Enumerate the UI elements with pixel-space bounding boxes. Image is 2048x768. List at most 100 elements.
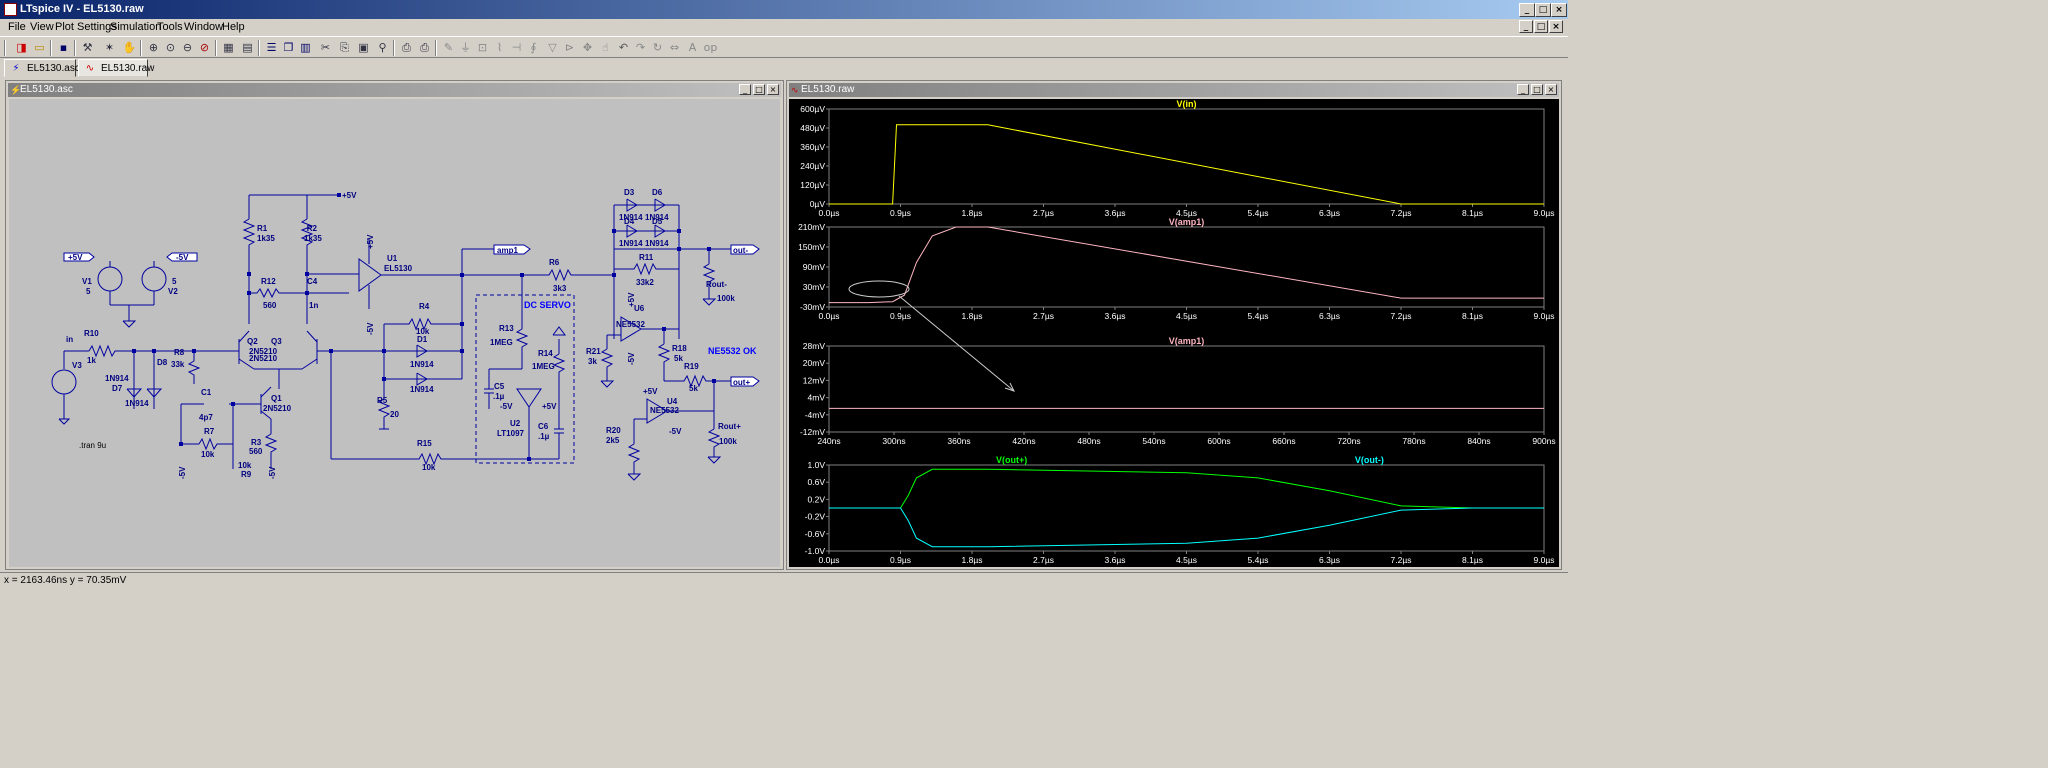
zoom-out-icon[interactable]: ⊖ [182, 41, 193, 54]
waveform-icon: ∿ [85, 63, 95, 74]
drag-icon[interactable]: ☝ [602, 41, 609, 54]
move-icon[interactable]: ✥ [582, 41, 593, 54]
menu-plot-settings[interactable]: Plot Settings [55, 21, 117, 33]
menu-view[interactable]: View [30, 21, 54, 33]
label-d5-value: 1N914 [645, 239, 669, 248]
resistor-icon[interactable]: ⌇ [496, 41, 503, 54]
label-r18-value: 5k [674, 354, 683, 363]
schematic-nodes [132, 193, 716, 461]
paste-icon[interactable]: ▣ [358, 41, 369, 54]
menu-window[interactable]: Window [184, 21, 224, 33]
trace-title[interactable]: V(amp1) [1169, 336, 1205, 346]
label-r4-value: 10k [416, 327, 430, 336]
component-icon[interactable]: ⊳ [564, 41, 575, 54]
waveform-close-button[interactable]: × [1545, 84, 1557, 95]
menu-file[interactable]: File [8, 21, 26, 33]
trace-line [829, 124, 1544, 205]
tab-schematic[interactable]: ⚡ EL5130.asc [4, 59, 80, 77]
label-r14-value: 1MEG [532, 362, 555, 371]
copy-icon[interactable]: ⎘ [340, 41, 349, 54]
label-r20-value: 2k5 [606, 436, 620, 445]
label-q2-value: 2N5210 [249, 347, 278, 356]
y-tick-label: 12mV [803, 375, 826, 385]
menu-simulation[interactable]: Simulation [110, 21, 162, 33]
schematic-maximize-button[interactable]: □ [753, 84, 765, 95]
tile-horizontal-icon[interactable]: ☰ [266, 41, 277, 54]
plot-frame [828, 345, 1545, 433]
waveform-pane-4[interactable]: V(out+)V(out-)1.0V0.6V0.2V-0.2V-0.6V-1.0… [805, 455, 1555, 565]
schematic-close-button[interactable]: × [767, 84, 779, 95]
label-d7: D7 [112, 384, 123, 393]
wire-icon[interactable]: ✎ [443, 41, 454, 54]
trace-title[interactable]: V(out-) [1355, 455, 1384, 465]
zoom-arrow-head [1004, 382, 1015, 392]
waveform-maximize-button[interactable]: □ [1531, 84, 1543, 95]
minimize-button[interactable]: _ [1519, 3, 1535, 17]
spice-directive-icon[interactable]: op [703, 41, 718, 54]
label-u4-plus5v: +5V [643, 387, 658, 396]
mdi-close-button[interactable]: × [1549, 20, 1563, 33]
open-folder-icon[interactable]: ▭ [34, 41, 45, 54]
diode-icon[interactable]: ▽ [548, 41, 557, 54]
control-panel-icon[interactable]: ⚒ [82, 41, 93, 54]
waveform-icon: ∿ [791, 85, 799, 95]
print-preview-icon[interactable]: ⎙ [402, 41, 411, 54]
x-tick-label: 5.4µs [1248, 311, 1269, 321]
pan-icon[interactable]: ⊙ [165, 41, 176, 54]
save-icon[interactable]: ▪ [59, 41, 68, 54]
tile-vertical-icon[interactable]: ▥ [300, 41, 311, 54]
new-schematic-icon[interactable]: ◨ [16, 41, 27, 54]
label-r13: R13 [499, 324, 514, 333]
tab-waveform[interactable]: ∿ EL5130.raw [78, 59, 154, 77]
label-net-icon[interactable]: ⊡ [477, 41, 488, 54]
y-tick-label: -0.6V [805, 529, 826, 539]
zoom-in-icon[interactable]: ⊕ [148, 41, 159, 54]
label-r7-value: 10k [201, 450, 215, 459]
waveform-minimize-button[interactable]: _ [1517, 84, 1529, 95]
capacitor-icon[interactable]: ⊣ [511, 41, 522, 54]
schematic-canvas[interactable]: +5V R1 1k35 R2 1k35 R12 560 C4 1n U1 EL5… [9, 99, 780, 567]
x-tick-label: 360ns [947, 436, 970, 446]
redo-icon[interactable]: ↷ [635, 41, 646, 54]
label-u1-minus5v: -5V [366, 322, 375, 335]
print-icon[interactable]: ⎙ [420, 41, 429, 54]
mdi-restore-button[interactable]: □ [1534, 20, 1548, 33]
cut-icon[interactable]: ✂ [320, 41, 331, 54]
text-icon[interactable]: A [688, 41, 697, 54]
label-d7-value: 1N914 [105, 374, 129, 383]
mirror-icon[interactable]: ⇔ [669, 41, 680, 54]
undo-icon[interactable]: ↶ [618, 41, 629, 54]
mdi-minimize-button[interactable]: _ [1519, 20, 1533, 33]
label-u6: U6 [634, 304, 645, 313]
plot-icon[interactable]: ▤ [242, 41, 253, 54]
close-button[interactable]: × [1551, 3, 1567, 17]
trace-title[interactable]: V(out+) [996, 455, 1027, 465]
x-tick-label: 8.1µs [1462, 555, 1483, 565]
x-tick-label: 5.4µs [1248, 555, 1269, 565]
find-icon[interactable]: ⚲ [378, 41, 387, 54]
x-tick-label: 7.2µs [1391, 311, 1412, 321]
y-tick-label: 120µV [800, 180, 825, 190]
menu-help[interactable]: Help [222, 21, 245, 33]
menu-tools[interactable]: Tools [157, 21, 183, 33]
autorange-icon[interactable]: ▦ [223, 41, 234, 54]
inductor-icon[interactable]: ∮ [530, 41, 537, 54]
maximize-button[interactable]: □ [1535, 3, 1551, 17]
label-r1: R1 [257, 224, 268, 233]
halt-icon[interactable]: ✋ [122, 41, 137, 54]
label-r21: R21 [586, 347, 601, 356]
rotate-icon[interactable]: ↻ [652, 41, 663, 54]
cascade-icon[interactable]: ❐ [283, 41, 294, 54]
menu-bar: File View Plot Settings Simulation Tools… [0, 19, 1568, 36]
run-icon[interactable]: ✶ [104, 41, 115, 54]
trace-title[interactable]: V(in) [1177, 99, 1197, 109]
trace-title[interactable]: V(amp1) [1169, 217, 1205, 227]
ground-icon[interactable]: ⏚ [460, 41, 471, 54]
zoom-fit-icon[interactable]: ⊘ [199, 41, 210, 54]
schematic-minimize-button[interactable]: _ [739, 84, 751, 95]
